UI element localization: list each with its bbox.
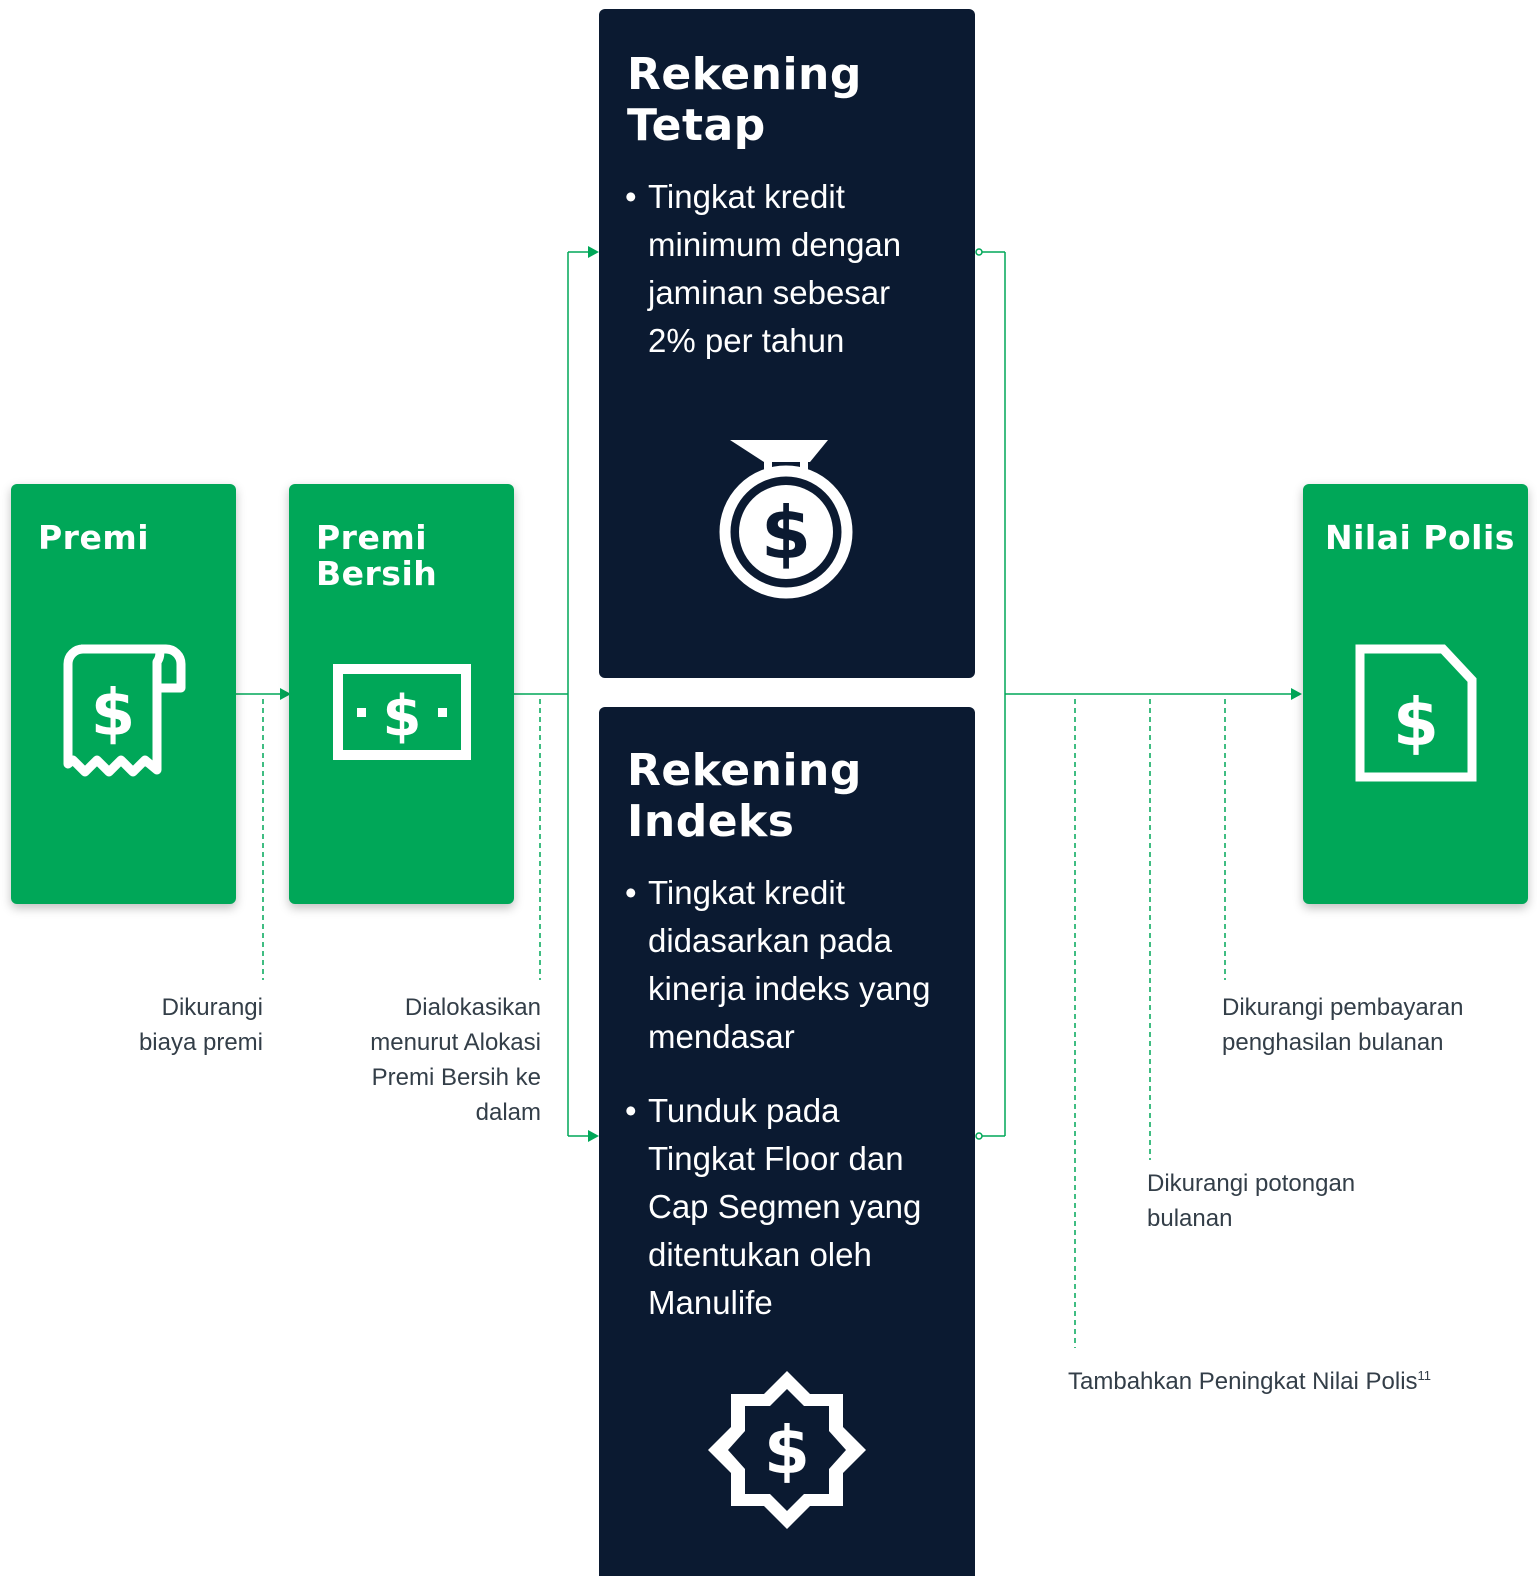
note-pembayaran-line2: penghasilan bulanan <box>1222 1029 1444 1056</box>
note-peningkat-superscript: 11 <box>1417 1368 1432 1383</box>
note-alokasi-line4: dalam <box>475 1099 541 1126</box>
svg-text:$: $ <box>383 684 422 749</box>
premi-bersih-title-line2: Bersih <box>316 554 438 593</box>
note-alokasi-line2: menurut Alokasi <box>370 1029 541 1056</box>
rekening-indeks-bullet-2: Tunduk pada Tingkat Floor dan Cap Segmen… <box>625 1087 953 1327</box>
rekening-tetap-title: Rekening Tetap <box>627 49 862 151</box>
note-biaya-premi: Dikurangi biaya premi <box>60 990 263 1060</box>
note-potongan-line2: bulanan <box>1147 1205 1233 1232</box>
premi-bersih-title-line1: Premi <box>316 518 428 557</box>
rekening-tetap-box: Rekening Tetap Tingkat kredit minimum de… <box>599 9 975 678</box>
premi-bersih-box: Premi Bersih $ <box>289 484 514 904</box>
rekening-indeks-bullets: Tingkat kredit didasarkan pada kinerja i… <box>625 869 953 1353</box>
banknote-icon: $ <box>333 664 471 760</box>
note-potongan: Dikurangi potongan bulanan <box>1147 1166 1447 1236</box>
receipt-dollar-icon: $ <box>63 644 186 777</box>
note-alokasi-line3: Premi Bersih ke <box>371 1064 541 1091</box>
rekening-indeks-title-line1: Rekening <box>627 745 862 796</box>
note-biaya-premi-line1: Dikurangi <box>161 994 263 1021</box>
rekening-indeks-bullet-1: Tingkat kredit didasarkan pada kinerja i… <box>625 869 953 1061</box>
svg-text:$: $ <box>761 491 811 575</box>
note-peningkat: Tambahkan Peningkat Nilai Polis11 <box>1068 1358 1488 1399</box>
svg-text:$: $ <box>1393 684 1439 761</box>
document-dollar-icon: $ <box>1355 644 1477 782</box>
note-peningkat-text: Tambahkan Peningkat Nilai Polis <box>1068 1368 1418 1395</box>
nilai-polis-title: Nilai Polis <box>1325 518 1515 557</box>
note-pembayaran-line1: Dikurangi pembayaran <box>1222 994 1464 1021</box>
rekening-tetap-bullet: Tingkat kredit minimum dengan jaminan se… <box>625 173 935 365</box>
note-potongan-line1: Dikurangi potongan <box>1147 1170 1356 1197</box>
note-alokasi: Dialokasikan menurut Alokasi Premi Bersi… <box>300 990 541 1130</box>
svg-text:$: $ <box>91 677 136 751</box>
rekening-tetap-bullets: Tingkat kredit minimum dengan jaminan se… <box>625 173 935 391</box>
note-biaya-premi-line2: biaya premi <box>138 1029 263 1056</box>
note-pembayaran: Dikurangi pembayaran penghasilan bulanan <box>1222 990 1522 1060</box>
premi-title: Premi <box>38 518 150 557</box>
note-alokasi-line1: Dialokasikan <box>404 994 541 1021</box>
money-bag-icon: $ <box>719 440 853 599</box>
rekening-tetap-title-line1: Rekening <box>627 49 862 100</box>
svg-text:$: $ <box>764 1412 810 1489</box>
rekening-indeks-box: Rekening Indeks Tingkat kredit didasarka… <box>599 707 975 1576</box>
rekening-indeks-title-line2: Indeks <box>627 796 795 847</box>
rekening-tetap-title-line2: Tetap <box>627 100 766 151</box>
nilai-polis-box: Nilai Polis $ <box>1303 484 1528 904</box>
rekening-indeks-title: Rekening Indeks <box>627 745 862 847</box>
star-badge-dollar-icon: $ <box>708 1371 866 1529</box>
premi-bersih-title: Premi Bersih <box>316 520 437 592</box>
premi-box: Premi $ <box>11 484 236 904</box>
